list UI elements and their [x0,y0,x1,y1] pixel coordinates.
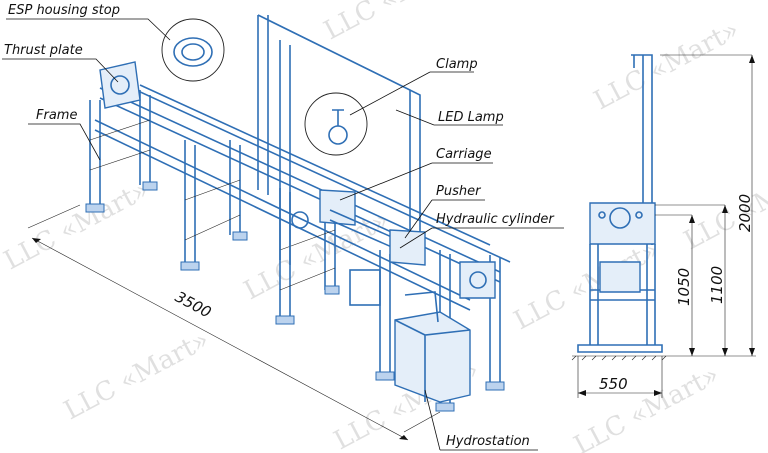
clamp-part [459,261,496,299]
clamp-detail [304,92,368,156]
frame-leg [89,90,151,210]
dimension-line-2000 [660,54,753,356]
carriage-part [319,189,356,226]
frame-feet [85,181,505,412]
watermark-text: LLC «Mart» [239,205,394,306]
callouts: ESP housing stop Thrust plate Frame Clam… [4,3,555,449]
leader-frame [28,123,101,161]
label-clamp: Clamp [436,57,478,72]
frame-leg [184,140,241,268]
leader-led-lamp [395,109,503,126]
label-esp-housing-stop: ESP housing stop [8,3,120,18]
thrust-plate-hole [110,75,130,95]
watermark-text: LLC «Mart» [319,0,474,46]
label-hydraulic-cylinder: Hydraulic cylinder [436,212,555,227]
leader-clamp [349,71,474,116]
control-box [349,269,381,306]
clamp-detail-ring [328,125,348,145]
frame-back-rail [139,84,491,246]
side-mast [631,54,653,245]
detail-circles [161,18,368,156]
frame-front-rail [94,119,471,311]
label-frame: Frame [36,108,77,123]
side-bolt [598,211,606,219]
carriage-wheel [291,211,309,229]
dimension-550: 550 [599,375,628,393]
label-carriage: Carriage [436,147,492,162]
side-ground-hatch [571,355,668,361]
label-pusher: Pusher [436,184,482,199]
esp-housing-stop-bore [181,43,205,61]
bench-isometric [85,14,511,412]
clamp-hole [469,271,487,289]
side-bolt [635,211,643,219]
esp-housing-stop-ring [173,37,213,67]
dimension-line-1100 [655,204,726,356]
watermark-text: LLC «Mart» [589,15,744,116]
label-hydrostation: Hydrostation [446,434,530,449]
led-mast-frame [257,14,421,265]
side-upper-block [589,202,656,245]
clamp-detail-stem [332,109,344,126]
dimension-1100: 1100 [708,266,726,304]
side-dimensions: 2000 1100 1050 550 [577,54,756,398]
dimension-2000: 2000 [736,194,754,232]
watermark-text: LLC «Mart» [59,325,214,426]
dimension-line-550 [577,356,663,398]
label-led-lamp: LED Lamp [438,110,504,125]
frame-top-rail [99,77,511,283]
side-base [577,344,663,353]
watermark-text: LLC «Mart» [679,155,768,256]
pusher-part [389,229,426,266]
leader-hydraulic-cylinder [399,227,564,249]
hydrostation-tank [394,311,471,403]
dimension-1050: 1050 [675,268,693,306]
side-cylinder-end [609,207,631,229]
side-frame [589,244,656,345]
dimension-line-1050 [655,214,693,356]
side-view [571,54,668,361]
label-thrust-plate: Thrust plate [4,43,83,58]
dimension-line-length [27,204,441,441]
leader-lines [2,18,564,451]
watermark-text: LLC «Mart» [509,235,664,336]
frame-brace [89,119,336,291]
leader-hydrostation [424,389,538,451]
leader-carriage [339,162,493,201]
watermark-text: LLC «Mart» [569,360,724,453]
leader-thrust-plate [2,58,119,83]
leader-esp-housing-stop [6,18,171,41]
side-hydrostation [599,261,641,293]
esp-housing-stop-detail [161,18,225,82]
leader-pusher [404,199,485,239]
watermark-text: LLC «Mart» [0,175,154,276]
